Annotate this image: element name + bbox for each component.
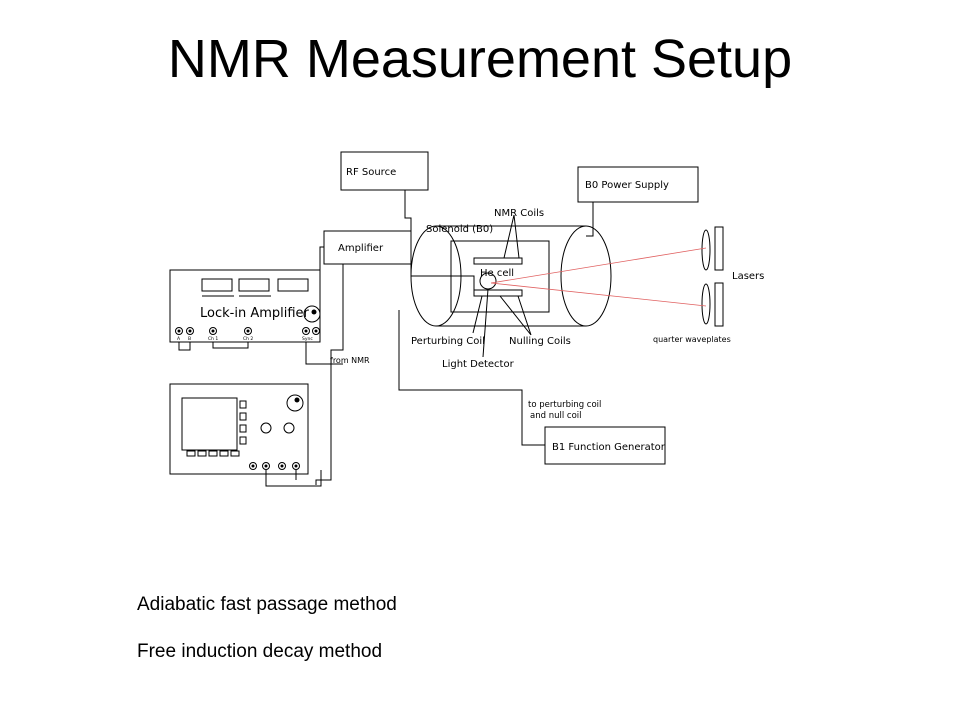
b1-function-generator-label: B1 Function Generator xyxy=(552,442,666,453)
terminal-b-label: B xyxy=(188,336,191,342)
b0-power-supply-label: B0 Power Supply xyxy=(585,180,669,191)
laser-beams xyxy=(490,247,707,307)
lock-in-amplifier-label: Lock-in Amplifier xyxy=(200,306,310,321)
terminal-sync-label: Sync xyxy=(302,336,313,342)
perturbing-coil-label: Perturbing Coil xyxy=(411,336,485,347)
from-nmr-label: from NMR xyxy=(330,356,370,365)
slide-title: NMR Measurement Setup xyxy=(167,29,793,89)
lock-in-amplifier xyxy=(169,269,321,343)
solenoid-label: Solenoid (B0) xyxy=(426,224,493,235)
nulling-coils-label: Nulling Coils xyxy=(509,336,571,347)
b0-power-supply-box xyxy=(577,166,699,203)
he-cell-label: He cell xyxy=(480,268,514,279)
quarter-waveplates-label: quarter waveplates xyxy=(653,335,731,344)
to-perturbing-label-2: and null coil xyxy=(530,411,582,421)
lasers-label: Lasers xyxy=(732,271,764,282)
terminal-ch1-label: Ch 1 xyxy=(208,336,218,342)
rf-source-label: RF Source xyxy=(346,167,396,178)
terminal-a-label: A xyxy=(177,336,181,342)
bullet-adiabatic: Adiabatic fast passage method xyxy=(137,594,397,615)
to-perturbing-label-1: to perturbing coil xyxy=(528,400,601,410)
bullet-free-induction: Free induction decay method xyxy=(137,641,383,662)
nmr-coils-label: NMR Coils xyxy=(494,208,544,219)
oscilloscope xyxy=(169,383,309,475)
terminal-ch2-label: Ch 2 xyxy=(243,336,253,342)
rf-source-box xyxy=(340,151,429,191)
amplifier-label: Amplifier xyxy=(338,243,384,254)
lasers xyxy=(714,226,724,327)
quarter-waveplates xyxy=(701,229,711,325)
light-detector-label: Light Detector xyxy=(442,359,515,370)
